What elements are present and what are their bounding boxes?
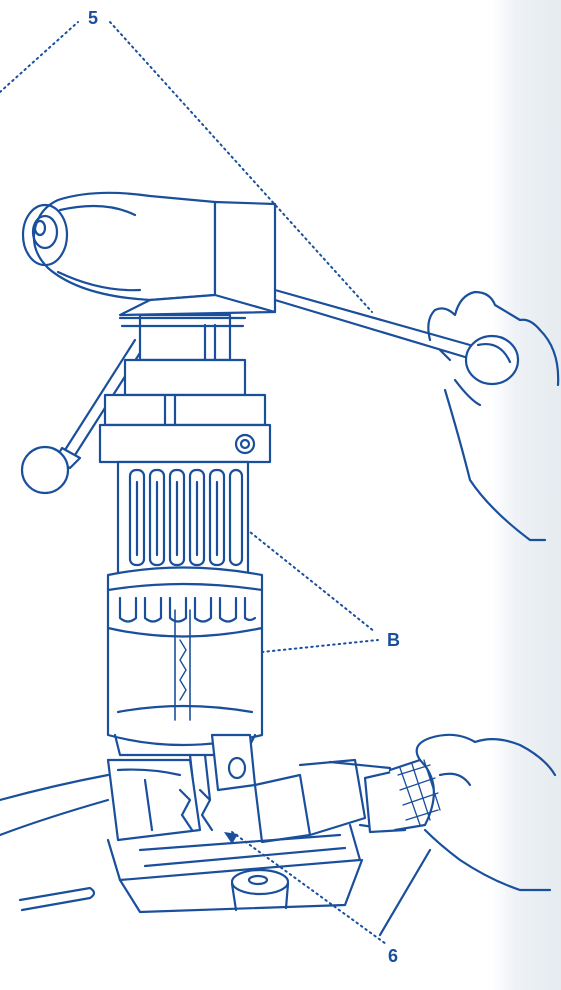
right-hand-upper bbox=[428, 292, 558, 540]
callout-label-5: 5 bbox=[88, 8, 98, 29]
vise-screw-knob bbox=[365, 760, 440, 832]
spindle bbox=[100, 315, 270, 462]
table-base bbox=[0, 775, 430, 935]
right-hand-lower bbox=[417, 735, 555, 890]
callout-label-6: 6 bbox=[388, 946, 398, 967]
callout-label-b: B bbox=[387, 630, 400, 651]
motor-housing bbox=[23, 193, 275, 315]
feed-handle-right bbox=[275, 290, 518, 384]
leader-b-lower bbox=[262, 640, 378, 652]
leader-5-left bbox=[0, 22, 78, 92]
tool-magazine-cage bbox=[108, 462, 262, 755]
